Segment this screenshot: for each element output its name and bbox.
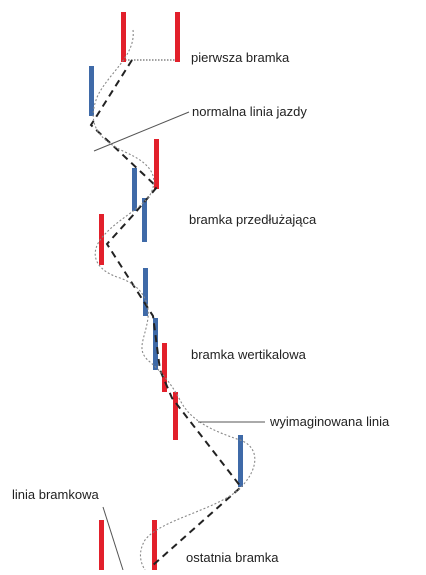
- red-pole: [99, 520, 104, 570]
- imaginary-line-label: wyimaginowana linia: [270, 414, 390, 429]
- last-gate-label: ostatnia bramka: [186, 550, 279, 565]
- normal-line-leader: [93, 111, 190, 152]
- blue-pole: [153, 318, 158, 370]
- blue-pole: [142, 198, 147, 242]
- ski-line: [92, 29, 256, 571]
- red-pole: [154, 139, 159, 189]
- gate-connection-line: [89, 59, 243, 567]
- blue-pole: [132, 168, 137, 211]
- gate-line-label: linia bramkowa: [12, 487, 99, 502]
- gate-line-leader: [102, 506, 124, 571]
- first-gate-label: pierwsza bramka: [191, 50, 290, 65]
- gate-poles: [89, 12, 243, 570]
- red-pole: [99, 214, 104, 265]
- red-pole: [121, 12, 126, 62]
- vertical-gate-label: bramka wertikalowa: [191, 347, 306, 362]
- red-pole: [162, 343, 167, 392]
- red-pole: [173, 392, 178, 440]
- red-pole: [175, 12, 180, 62]
- blue-pole: [89, 66, 94, 116]
- blue-pole: [143, 268, 148, 316]
- blue-pole: [238, 435, 243, 487]
- extension-gate-label: bramka przedłużająca: [189, 212, 317, 227]
- red-pole: [152, 520, 157, 570]
- normal-line-label: normalna linia jazdy: [192, 104, 307, 119]
